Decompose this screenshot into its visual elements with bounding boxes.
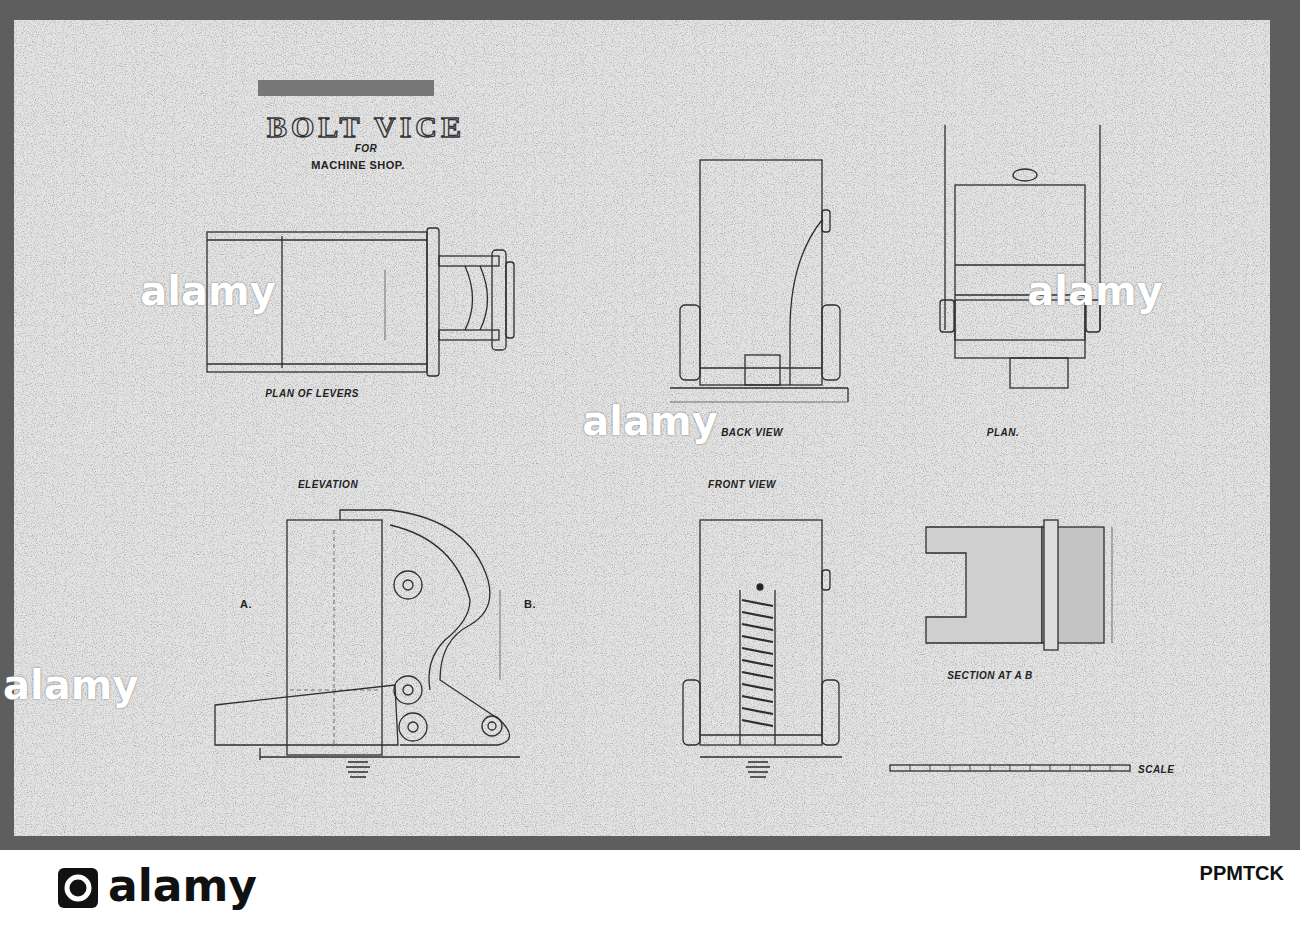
- title-banner: [258, 80, 434, 96]
- lever-link: [439, 256, 499, 266]
- base-line: [847, 388, 848, 402]
- watermark: alamy: [140, 268, 275, 314]
- pivot: [408, 722, 418, 732]
- title-sub: FOR: [355, 143, 378, 154]
- image-id: PPMTCK: [1200, 862, 1284, 885]
- scale-bar: [890, 765, 1130, 771]
- pin-head: [680, 305, 700, 380]
- pivot: [394, 676, 422, 704]
- dimension-line: [500, 590, 501, 680]
- pin-head: [822, 680, 839, 745]
- section-ab: [926, 520, 1112, 650]
- scale-rule: [890, 765, 1130, 771]
- lever-pin: [506, 262, 514, 338]
- paper: [14, 20, 1270, 836]
- plan-screw-block: [1010, 358, 1068, 388]
- hook-arm: [340, 510, 510, 745]
- spring-coil: [742, 600, 773, 726]
- frame: [0, 0, 1300, 850]
- front-view: [683, 520, 842, 777]
- plan-edge: [955, 264, 1085, 265]
- pin-head: [822, 570, 830, 590]
- pin-head: [683, 680, 700, 745]
- pivot: [399, 713, 427, 741]
- jaw-line: [700, 734, 822, 735]
- pin-head: [940, 300, 954, 332]
- bolt-dot: [757, 584, 763, 590]
- scale-ticks: [910, 765, 1110, 771]
- paper-speckle: [14, 20, 1270, 836]
- back-view: [670, 160, 848, 402]
- jaw-block: [745, 355, 780, 385]
- pivot: [394, 571, 422, 599]
- lever-edge: [207, 239, 427, 240]
- view-title: PLAN.: [987, 427, 1020, 438]
- screw-guide: [774, 590, 775, 745]
- lever-hub: [427, 228, 439, 376]
- body-outline: [700, 520, 822, 745]
- section-mark: B.: [524, 598, 536, 610]
- plan-body: [955, 185, 1085, 340]
- plan-view: [940, 125, 1100, 388]
- pivot: [403, 685, 413, 695]
- base-line: [260, 756, 520, 757]
- logo-icon-mark: [67, 877, 89, 899]
- views: [207, 125, 1130, 777]
- hook-arm-inner: [390, 525, 470, 690]
- view-title: FRONT VIEW: [708, 479, 776, 490]
- plan-boss: [1013, 169, 1037, 181]
- base-line: [259, 748, 260, 760]
- drawing-title: BOLT VICE: [267, 110, 465, 144]
- screw: [346, 762, 370, 777]
- screw: [746, 762, 770, 777]
- body-outline: [700, 160, 822, 385]
- hook-curve: [790, 220, 822, 385]
- view-title: BACK VIEW: [721, 427, 783, 438]
- body-outline: [287, 520, 382, 755]
- logo-text: alamy: [108, 860, 257, 911]
- watermark: alamy: [1027, 268, 1162, 314]
- scale-label: SCALE: [1138, 764, 1174, 775]
- elevation-view: [215, 510, 520, 777]
- watermark: alamy: [582, 398, 717, 444]
- pin-head: [822, 210, 830, 232]
- dimension-line: [290, 690, 380, 691]
- pivot: [482, 716, 502, 736]
- lever: [215, 685, 398, 745]
- section-mark: A.: [240, 598, 252, 610]
- base-line: [670, 387, 848, 388]
- pivot: [488, 722, 496, 730]
- dimension-line: [385, 270, 386, 340]
- pin-head: [822, 305, 840, 380]
- screw-guide: [739, 590, 740, 745]
- lever-edge: [281, 236, 282, 368]
- view-title: PLAN OF LEVERS: [265, 388, 359, 399]
- base-line: [700, 756, 842, 757]
- plan-edge: [944, 125, 945, 330]
- pivot: [403, 580, 413, 590]
- watermark: alamy: [3, 662, 138, 708]
- bottom-bar: [0, 850, 1300, 940]
- dimension-line: [334, 530, 335, 745]
- view-title: SECTION AT A B: [947, 670, 1033, 681]
- logo-icon: [58, 868, 98, 908]
- section-line: [700, 367, 822, 368]
- section-bolt: [1044, 520, 1058, 650]
- dimension-line: [1112, 527, 1113, 643]
- section-u: [926, 527, 1042, 643]
- lever-fork: [465, 266, 488, 330]
- lever-edge: [207, 363, 427, 364]
- lever-link: [439, 330, 499, 340]
- title-sub: MACHINE SHOP.: [311, 159, 405, 171]
- view-title: ELEVATION: [298, 479, 358, 490]
- lever-pin: [492, 250, 506, 350]
